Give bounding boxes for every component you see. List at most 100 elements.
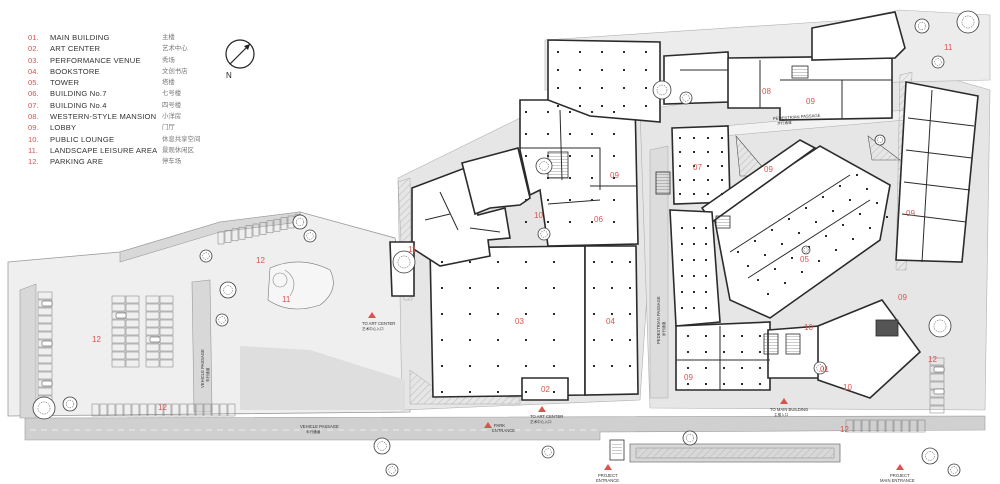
tree-inner: [816, 364, 824, 372]
arrow-project-main-entrance: [896, 464, 904, 470]
column-dot: [601, 69, 603, 71]
column-dot: [723, 383, 725, 385]
tree-canopy: [652, 80, 672, 100]
parking-stall: [179, 403, 188, 417]
column-dot: [705, 243, 707, 245]
column-dot: [693, 291, 695, 293]
legend-label: MAIN BUILDING: [50, 33, 110, 42]
parked-car: [41, 300, 53, 307]
tree-canopy: [62, 396, 78, 412]
tree-inner: [306, 232, 314, 240]
legend-label-cn: 景观休闲区: [162, 146, 194, 154]
parking-stall: [227, 403, 236, 417]
column-dot: [469, 339, 471, 341]
column-dot: [741, 335, 743, 337]
column-dot: [645, 105, 647, 107]
column-dot: [553, 391, 555, 393]
column-dot: [822, 196, 824, 198]
legend-label: BOOKSTORE: [50, 66, 100, 76]
column-grid: [441, 51, 888, 393]
column-dot: [774, 268, 776, 270]
column-dot: [721, 165, 723, 167]
column-dot: [687, 383, 689, 385]
legend-label: LOBBY: [50, 123, 77, 133]
parking-stall: [231, 228, 239, 242]
column-dot: [613, 221, 615, 223]
column-dot: [788, 218, 790, 220]
parking-stall: [145, 359, 160, 368]
column-dot: [707, 193, 709, 195]
tree-canopy: [373, 437, 391, 455]
column-dot: [553, 339, 555, 341]
zone-12e-label: 12: [928, 355, 937, 364]
column-dot: [693, 227, 695, 229]
zone-12c-label: 12: [158, 403, 167, 412]
column-dot: [705, 275, 707, 277]
vehicle-passage-bottom-label: VEHICLE PASSAGE: [300, 424, 339, 429]
vehicle-passage-left-cn: 车行通道: [205, 367, 210, 382]
tree-canopy: [215, 313, 229, 327]
parking-stall: [909, 419, 918, 433]
tree-canopy: [914, 18, 930, 34]
column-dot: [553, 365, 555, 367]
column-dot: [721, 193, 723, 195]
arrow-project-entrance: [604, 464, 612, 470]
column-dot: [611, 313, 613, 315]
tree-canopy: [956, 10, 980, 34]
parking-stall: [145, 311, 160, 320]
landscape-garden: [267, 261, 334, 310]
parking-stall: [853, 419, 862, 433]
column-dot: [557, 51, 559, 53]
column-dot: [693, 151, 695, 153]
column-dot: [723, 351, 725, 353]
to-main-building-cn: 主楼入口: [774, 412, 789, 417]
column-dot: [818, 260, 820, 262]
zone-10b-label: 10: [804, 323, 813, 332]
column-dot: [579, 51, 581, 53]
column-dot: [693, 243, 695, 245]
column-dot: [497, 287, 499, 289]
legend-label-cn: 文创书店: [162, 67, 188, 75]
column-dot: [613, 199, 615, 201]
tree-canopy: [928, 314, 952, 338]
column-dot: [815, 221, 817, 223]
column-dot: [441, 365, 443, 367]
parking-stall: [280, 217, 288, 230]
column-dot: [707, 165, 709, 167]
column-dot: [805, 207, 807, 209]
column-dot: [681, 291, 683, 293]
column-dot: [579, 105, 581, 107]
legend-label: TOWER: [50, 78, 80, 88]
column-dot: [693, 275, 695, 277]
column-dot: [679, 151, 681, 153]
parked-car: [933, 388, 945, 395]
parking-stall: [929, 373, 945, 382]
column-dot: [623, 69, 625, 71]
tree-canopy: [813, 361, 827, 375]
column-dot: [613, 111, 615, 113]
parking-stall: [885, 419, 894, 433]
arrow-to-art-center-lower: [538, 406, 546, 412]
column-dot: [687, 367, 689, 369]
parking-stall: [187, 403, 196, 417]
column-dot: [441, 261, 443, 263]
column-dot: [601, 51, 603, 53]
parking-stall: [111, 343, 126, 352]
parking-stall: [111, 303, 126, 312]
pedestrian-passage-top-label: PEDESTRIAN PASSAGE: [773, 113, 821, 121]
column-dot: [547, 111, 549, 113]
column-dot: [741, 351, 743, 353]
column-dot: [784, 282, 786, 284]
zone-07-label: 07: [693, 163, 702, 172]
zone-03-label: 03: [515, 317, 524, 326]
column-dot: [849, 199, 851, 201]
tree-inner: [656, 84, 668, 96]
column-dot: [693, 179, 695, 181]
legend-label-cn: 主楼: [162, 34, 175, 41]
legend-label-cn: 门厅: [162, 124, 175, 132]
to-main-building-label: TO MAIN BUILDING: [770, 407, 808, 412]
zone-12a-label: 12: [256, 256, 265, 265]
